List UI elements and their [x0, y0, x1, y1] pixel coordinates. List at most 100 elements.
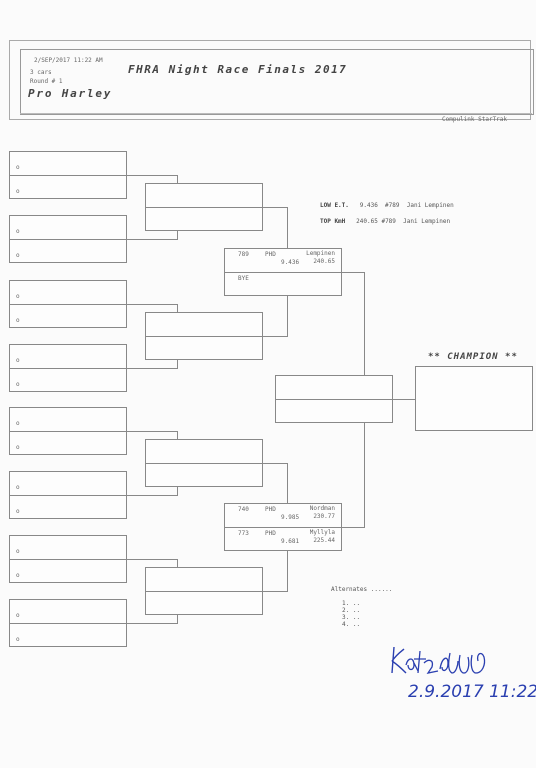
- round1-box-4: o o: [9, 344, 127, 392]
- lane-mark: o: [16, 548, 20, 555]
- connector: [263, 336, 287, 337]
- trap-speed: 240.65: [313, 258, 335, 265]
- racer-name: Lempinen: [306, 250, 335, 257]
- low-et-label: LOW E.T.: [320, 202, 349, 209]
- semifinal-slot-lane1: 789 PHD Lempinen 9.436 240.65: [225, 249, 341, 273]
- round1-slot: o: [10, 305, 126, 329]
- car-number: 773: [238, 530, 249, 537]
- connector: [177, 360, 178, 369]
- lane-mark: o: [16, 317, 20, 324]
- header-inner-frame: [20, 49, 534, 115]
- final-box: [275, 375, 393, 423]
- lane-mark: o: [16, 293, 20, 300]
- software-credit: Compulink StarTrak: [442, 116, 508, 123]
- round2-box-1: [145, 183, 263, 231]
- lane-mark: o: [16, 572, 20, 579]
- round1-slot: o: [10, 496, 126, 520]
- round2-slot: [146, 464, 262, 488]
- lane-mark: o: [16, 636, 20, 643]
- team: PHD: [265, 251, 276, 258]
- connector: [127, 623, 177, 624]
- connector: [287, 207, 288, 248]
- handwritten-signature: 2.9.2017 11:22: [391, 646, 536, 702]
- connector: [127, 304, 177, 305]
- top-speed-record: TOP KmH 240.65 #789 Jani Lempinen: [320, 218, 450, 225]
- final-slot: [276, 376, 392, 400]
- round1-box-5: o o: [9, 407, 127, 455]
- round1-slot: o: [10, 176, 126, 200]
- low-et-value: 9.436: [359, 202, 378, 209]
- connector: [177, 431, 178, 439]
- round2-slot: [146, 184, 262, 208]
- low-et-name: Jani Lempinen: [406, 202, 454, 209]
- connector: [287, 296, 288, 337]
- team: PHD: [265, 506, 276, 513]
- connector: [127, 175, 177, 176]
- connector: [177, 231, 178, 240]
- champion-box: [415, 366, 533, 431]
- semifinal-slot-lane1: 740 PHD Nordman 9.985 230.77: [225, 504, 341, 528]
- header-cars: 3 cars: [30, 69, 52, 76]
- lane-mark: o: [16, 612, 20, 619]
- low-et-record: LOW E.T. 9.436 #789 Jani Lempinen: [320, 202, 454, 209]
- round2-slot: [146, 440, 262, 464]
- connector: [177, 559, 178, 567]
- class-name: Pro Harley: [28, 87, 113, 100]
- connector: [263, 463, 287, 464]
- round1-box-6: o o: [9, 471, 127, 519]
- connector: [127, 495, 177, 496]
- round1-slot: o: [10, 369, 126, 393]
- connector: [177, 175, 178, 183]
- connector: [263, 591, 287, 592]
- connector: [287, 551, 288, 592]
- header-outer-frame: [9, 40, 531, 120]
- alternate-item: 2. ..: [342, 607, 361, 614]
- round2-box-2: [145, 312, 263, 360]
- lane-mark: o: [16, 444, 20, 451]
- round1-slot: o: [10, 472, 126, 496]
- semifinal-slot-lane2: BYE: [225, 273, 341, 297]
- round1-slot: o: [10, 560, 126, 584]
- top-kmh-label: TOP KmH: [320, 218, 346, 225]
- racer-name: Myllyla: [309, 529, 335, 536]
- round2-slot: [146, 592, 262, 616]
- alternate-item: 3. ..: [342, 614, 361, 621]
- round1-slot: o: [10, 432, 126, 456]
- team: PHD: [265, 530, 276, 537]
- alternates-label: Alternates ......: [331, 586, 393, 593]
- round2-slot: [146, 337, 262, 361]
- elapsed-time: 9.985: [281, 514, 300, 521]
- round1-slot: o: [10, 536, 126, 560]
- top-kmh-car: #789: [381, 218, 396, 225]
- connector: [364, 272, 365, 375]
- semifinal-box-bottom: 740 PHD Nordman 9.985 230.77 773 PHD Myl…: [224, 503, 342, 551]
- connector: [177, 487, 178, 496]
- semifinal-slot-lane2: 773 PHD Myllyla 9.681 225.44: [225, 528, 341, 552]
- lane-mark: o: [16, 508, 20, 515]
- champion-label: ** CHAMPION **: [428, 352, 518, 362]
- lane-mark: o: [16, 381, 20, 388]
- low-et-car: #789: [385, 202, 400, 209]
- connector: [127, 559, 177, 560]
- round1-box-8: o o: [9, 599, 127, 647]
- round1-slot: o: [10, 624, 126, 648]
- semifinal-box-top: 789 PHD Lempinen 9.436 240.65 BYE: [224, 248, 342, 296]
- event-title: FHRA Night Race Finals 2017: [128, 63, 348, 76]
- connector: [177, 304, 178, 312]
- connector: [177, 615, 178, 624]
- elapsed-time: 9.681: [281, 538, 300, 545]
- header-round: Round # 1: [30, 78, 63, 85]
- round2-slot: [146, 208, 262, 232]
- lane-mark: o: [16, 164, 20, 171]
- car-number: 740: [238, 506, 249, 513]
- header-date-time: 2/SEP/2017 11:22 AM: [34, 57, 103, 64]
- lane-mark: o: [16, 252, 20, 259]
- round1-slot: o: [10, 216, 126, 240]
- round1-slot: o: [10, 408, 126, 432]
- round1-slot: o: [10, 152, 126, 176]
- round2-slot: [146, 313, 262, 337]
- lane-mark: o: [16, 420, 20, 427]
- alternate-item: 1. ..: [342, 600, 361, 607]
- connector: [342, 527, 364, 528]
- trap-speed: 230.77: [313, 513, 335, 520]
